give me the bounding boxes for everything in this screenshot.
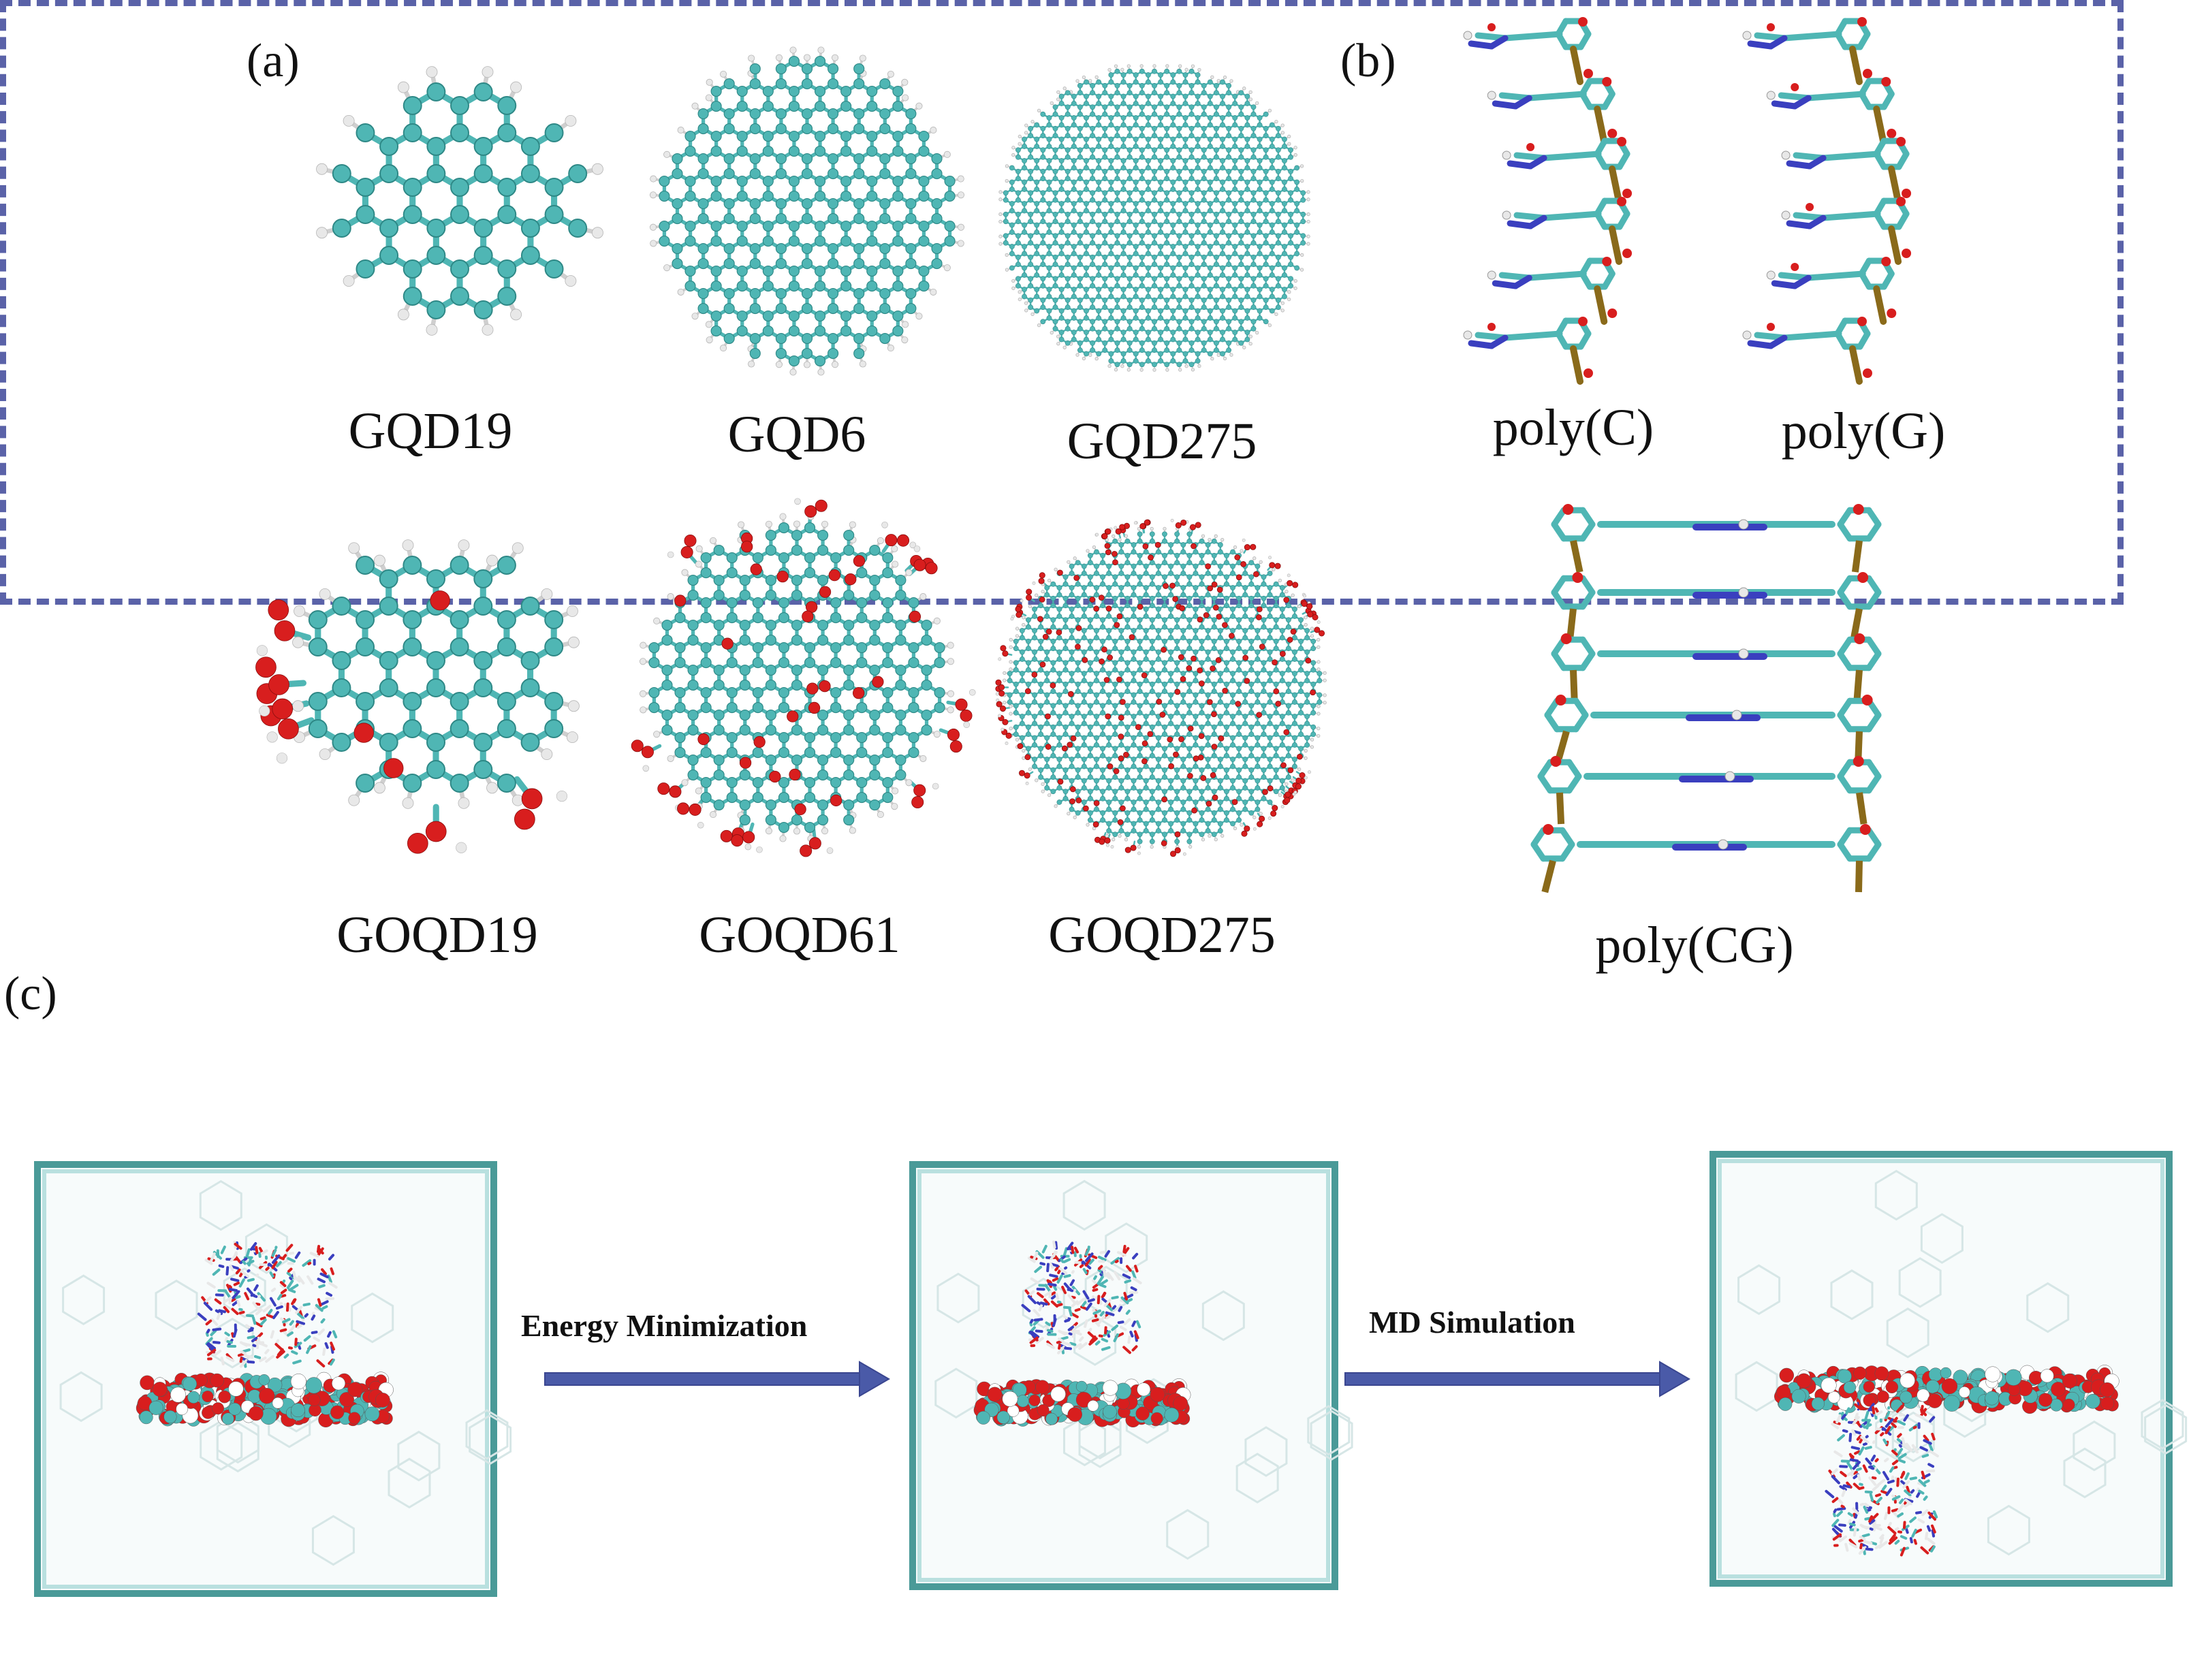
arrow-md-simulation	[1344, 1361, 1690, 1397]
poly-c-structure	[1463, 17, 1633, 385]
simulation-box-initial	[34, 1161, 512, 1597]
energy-minimization-label: Energy Minimization	[521, 1308, 808, 1343]
gqd19-structure	[316, 66, 603, 336]
panel-label-c: (c)	[4, 968, 57, 1020]
workflow-frame	[0, 0, 2124, 605]
label-poly-g: poly(G)	[1781, 402, 1946, 460]
goqd275-structure	[995, 518, 1327, 857]
panel-label-b: (b)	[1340, 35, 1396, 87]
label-poly-cg: poly(CG)	[1595, 917, 1794, 974]
goqd61-structure	[631, 498, 976, 857]
arrow-energy-minimization	[544, 1361, 890, 1397]
label-poly-c: poly(C)	[1492, 399, 1654, 456]
gqd275-structure	[998, 64, 1310, 372]
gqd6-structure	[649, 46, 965, 376]
simulation-box-minimized	[909, 1161, 1353, 1590]
md-simulation-label: MD Simulation	[1369, 1305, 1575, 1340]
simulation-box-final	[1709, 1151, 2188, 1587]
panel-label-a: (a)	[247, 35, 300, 87]
poly-cg-structure	[1530, 504, 1882, 893]
label-gqd19: GQD19	[348, 402, 513, 460]
label-goqd275: GOQD275	[1048, 906, 1276, 964]
label-gqd6: GQD6	[727, 406, 866, 463]
label-gqd275: GQD275	[1067, 413, 1257, 470]
label-goqd61: GOQD61	[699, 906, 900, 964]
goqd19-structure	[255, 539, 580, 854]
label-goqd19: GOQD19	[336, 906, 538, 964]
poly-g-structure	[1742, 17, 1912, 385]
